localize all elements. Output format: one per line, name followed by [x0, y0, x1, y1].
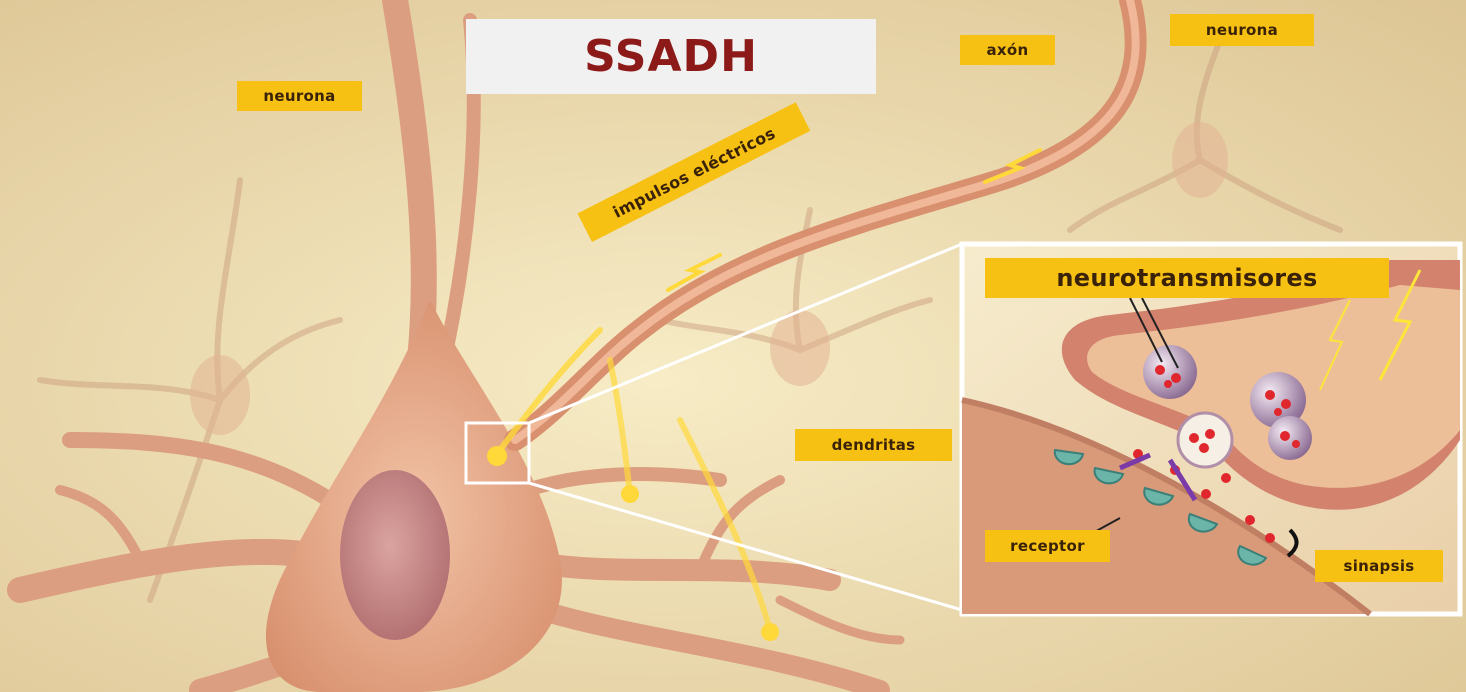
label-axon: axón	[960, 35, 1055, 65]
label-neurona-right: neurona	[1170, 14, 1314, 46]
bg-neuron-soma-1	[190, 355, 250, 435]
synapse-terminal-1	[487, 446, 507, 466]
label-dendritas: dendritas	[795, 429, 952, 461]
label-neurona-left: neurona	[237, 81, 362, 111]
label-neurotransmisores: neurotransmisores	[985, 258, 1389, 298]
label-sinapsis: sinapsis	[1315, 550, 1443, 582]
page-title: SSADH	[584, 31, 758, 82]
bg-neuron-soma-3	[770, 310, 830, 386]
synapse-terminal-2	[621, 485, 639, 503]
nucleus	[340, 470, 450, 640]
synapse-terminal-3	[761, 623, 779, 641]
title-box: SSADH	[466, 19, 876, 94]
label-receptor: receptor	[985, 530, 1110, 562]
bg-neuron-soma-2	[1172, 122, 1228, 198]
